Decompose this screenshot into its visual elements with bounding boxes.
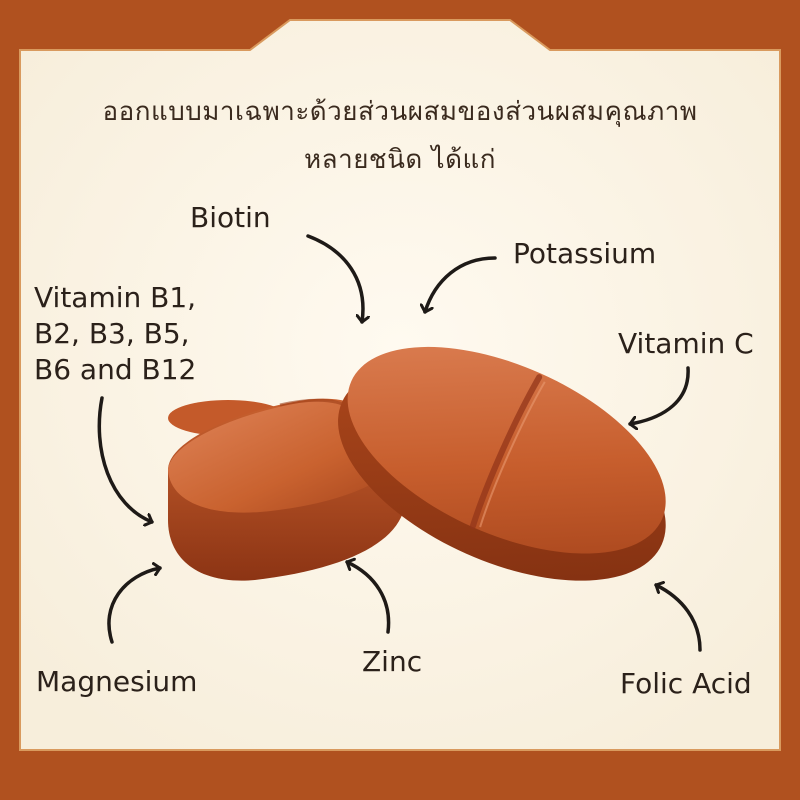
label-vitamin-b-line-2: B2, B3, B5, [34,317,190,350]
label-folic-acid: Folic Acid [620,667,752,700]
right-tablet [338,346,666,581]
left-tablet [168,398,405,581]
zinc-arrow [345,562,391,634]
label-biotin: Biotin [190,201,271,234]
headline-line-1: ออกแบบมาเฉพาะด้วยส่วนผสมของส่วนผสมคุณภาพ [102,97,698,127]
vitamin-b-arrow [97,396,154,522]
potassium-arrow [425,256,497,314]
biotin-arrow [306,234,363,324]
headline-line-2: หลายชนิด ได้แก่ [304,145,496,175]
tablet-score-line [469,374,543,530]
label-potassium: Potassium [513,237,657,270]
label-vitamin-b: Vitamin B1, B2, B3, B5, B6 and B12 [34,280,196,388]
headline: ออกแบบมาเฉพาะด้วยส่วนผสมของส่วนผสมคุณภาพ… [40,88,760,184]
label-vitamin-b-line-1: Vitamin B1, [34,281,197,314]
magnesium-arrow [107,568,162,644]
folic-acid-arrow [654,585,702,652]
label-zinc: Zinc [362,645,423,678]
label-vitamin-c: Vitamin C [618,327,754,360]
label-vitamin-b-line-3: B6 and B12 [34,353,197,386]
label-magnesium: Magnesium [36,665,198,698]
vitamin-c-arrow [628,366,690,424]
